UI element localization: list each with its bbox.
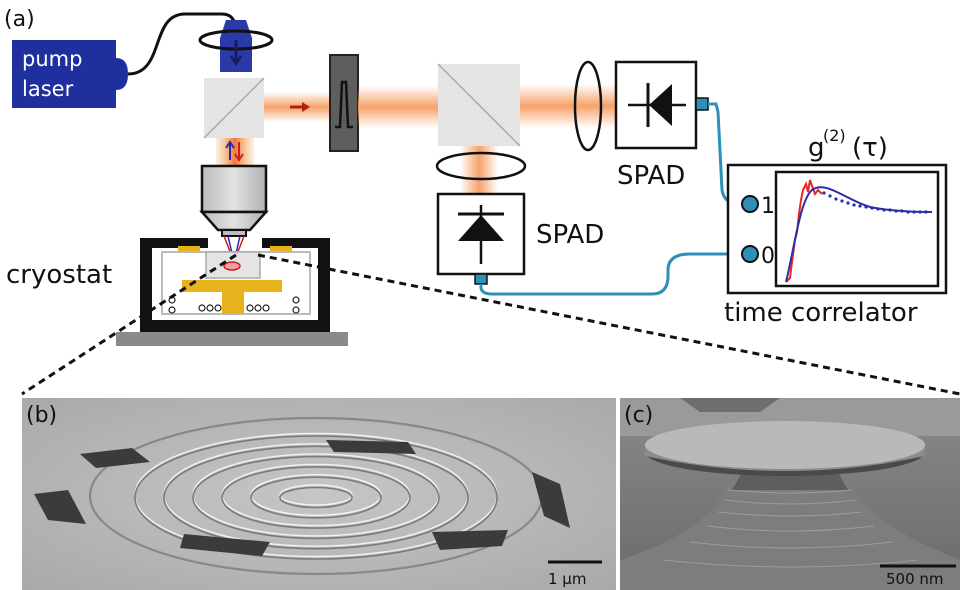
cryostat-label: cryostat [6, 260, 112, 290]
panel-b: 1 µm (b) [22, 398, 616, 590]
panel-a: (a) pump laser [4, 7, 960, 396]
pillar-base [620, 480, 960, 590]
zoom-line-left [21, 253, 237, 396]
lens-top [573, 60, 603, 152]
bullseye-rings [88, 416, 544, 576]
g2-label-arg: (τ) [852, 133, 888, 163]
cryostat [116, 238, 348, 346]
panel-c-label: (c) [624, 403, 653, 428]
scale-bar-b-label: 1 µm [548, 570, 586, 588]
ring-groove [221, 466, 411, 529]
spad-bottom-label: SPAD [536, 220, 604, 250]
fiber-spad-bottom [479, 252, 746, 296]
g2-data-points [822, 191, 928, 214]
time-correlator: g (2) (τ) 1 0 time correlator [724, 126, 948, 328]
panel-a-label: (a) [4, 7, 35, 32]
collection-beam-2 [358, 86, 438, 128]
pump-laser-label-2: laser [22, 77, 74, 101]
pump-fiber [127, 12, 238, 76]
trench-segments [34, 440, 570, 556]
ring-groove [134, 435, 498, 560]
beam-splitter-2 [437, 63, 521, 147]
excitation-beam [216, 138, 254, 166]
g2-label-base: g [808, 133, 825, 163]
micropillar-disk [645, 421, 925, 476]
ring-groove [250, 476, 382, 519]
panel-c: 500 nm (c) [620, 398, 960, 590]
panel-b-label: (b) [26, 403, 57, 428]
g2-data-trace [785, 179, 823, 283]
channel-1-port [741, 195, 759, 213]
spad-bottom [436, 192, 526, 285]
scale-bar-c-label: 500 nm [886, 570, 944, 588]
ring-groove [163, 445, 469, 550]
ring-highlight [279, 484, 353, 506]
pump-laser-label-1: pump [22, 47, 82, 71]
channel-0-label: 0 [761, 244, 775, 269]
objective [199, 164, 269, 265]
channel-0-port [741, 245, 759, 263]
channel-1-label: 1 [761, 194, 775, 219]
pump-laser: pump laser [12, 40, 128, 108]
transmitted-beam [520, 84, 620, 128]
g2-label-sup: (2) [823, 126, 846, 145]
spad-top-label: SPAD [617, 161, 685, 191]
beam-splitter-1 [203, 77, 265, 139]
ring-groove [192, 455, 440, 540]
spad-top [614, 60, 709, 150]
time-correlator-label: time correlator [724, 298, 918, 328]
ring-groove [279, 486, 353, 509]
lens-bottom [435, 151, 527, 181]
bandpass-filter [329, 54, 359, 152]
fiber-collimator [198, 20, 274, 72]
